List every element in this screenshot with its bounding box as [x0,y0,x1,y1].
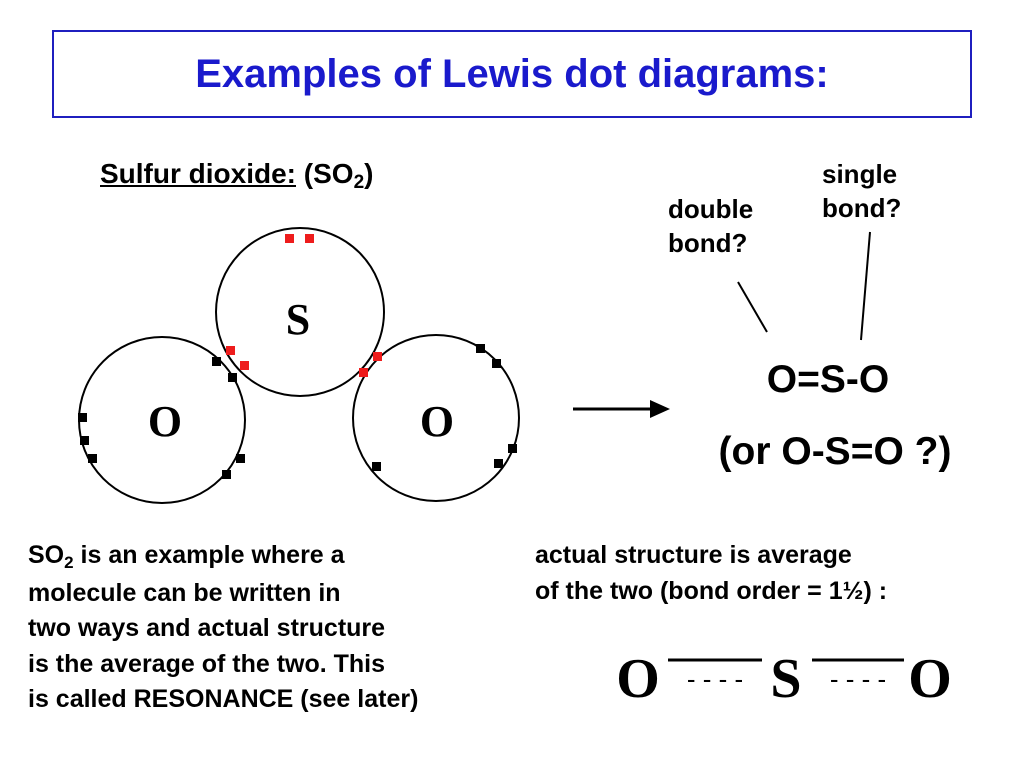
hybrid-atom-o-right: O [908,648,952,710]
double-bond-label-line1: double [668,194,754,224]
double-bond-label-line2: bond? [668,228,748,258]
oxygen-electrons [78,344,517,479]
atom-sulfur: S [286,295,310,344]
electron-dot [372,462,381,471]
formula-suffix: ) [364,158,374,189]
atom-oxygen-right: O [420,397,454,446]
paragraph-left-line3: two ways and actual structure [28,614,386,642]
electron-dot [80,436,89,445]
electron-dot [240,361,249,370]
paragraph-right-line2: of the two (bond order = 1½) : [535,576,888,605]
structure-second: (or O-S=O ?) [718,430,952,473]
hybrid-atom-s: S [770,648,801,710]
electron-dot [285,234,294,243]
paragraph-left-line2: molecule can be written in [28,578,341,607]
paragraph-left: SO2 is an example where a molecule can b… [28,538,418,718]
electron-dot [212,357,221,366]
electron-dot [236,454,245,463]
paragraph-left-suffix: is an example where a [73,541,345,569]
paragraph-left-prefix: SO [28,541,65,569]
oxygen-right-circle [352,334,520,502]
electron-dot [305,234,314,243]
electron-dot [222,470,231,479]
sulfur-circle [215,227,385,397]
paragraph-left-line5: is called RESONANCE (see later) [28,685,419,713]
title-box: Examples of Lewis dot diagrams: [52,30,972,118]
electron-dot [508,444,517,453]
electron-dot [78,413,87,422]
electron-dot [476,344,485,353]
paragraph-right-line1: actual structure is average [535,541,852,569]
sulfur-electrons [226,234,382,377]
electron-dot [492,359,501,368]
double-bond-pointer [737,281,768,333]
hybrid-bond-dashed-left: - - - - [687,664,743,694]
slide-title: Examples of Lewis dot diagrams: [195,51,829,96]
formula-subscript: 2 [353,172,365,194]
hybrid-atom-o-left: O [616,648,660,710]
electron-dot [494,459,503,468]
molecule-name: Sulfur dioxide: [100,158,296,189]
electron-dot [226,346,235,355]
arrow-head [650,400,670,418]
single-bond-label: single bond? [822,157,901,225]
formula-prefix: (SO [303,158,354,189]
atom-oxygen-left: O [148,397,182,446]
single-bond-label-line1: single [822,159,898,189]
double-bond-label: double bond? [668,192,753,260]
paragraph-right: actual structure is average of the two (… [535,538,887,609]
electron-dot [228,373,237,382]
electron-dot [359,368,368,377]
electron-dot [373,352,382,361]
molecule-heading: Sulfur dioxide: (SO2) [100,158,374,194]
single-bond-pointer [860,231,871,341]
single-bond-label-line2: bond? [822,193,902,223]
electron-dot [88,454,97,463]
paragraph-left-subscript: 2 [64,552,74,572]
paragraph-left-line1: SO2 is an example where a [28,538,418,576]
hybrid-bond-dashed-right: - - - - [830,664,886,694]
paragraph-left-line4: is the average of the two. This [28,649,386,678]
structure-first: O=S-O [766,358,890,401]
